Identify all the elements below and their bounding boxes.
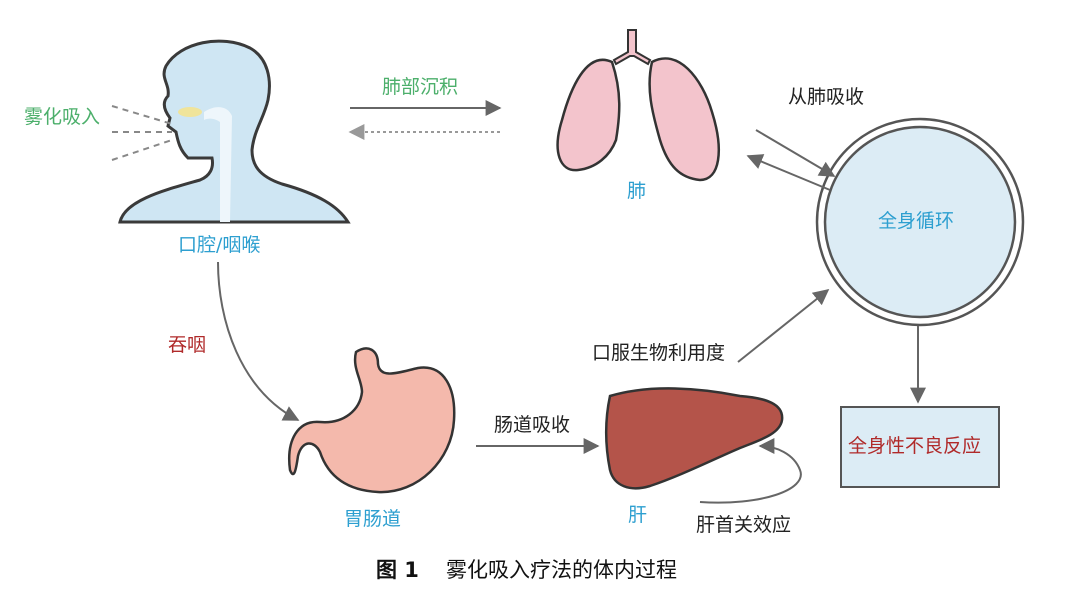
- stomach-illustration: [288, 347, 456, 494]
- label-swallow: 吞咽: [168, 334, 207, 356]
- head-illustration: [118, 39, 351, 224]
- airway-shape: [204, 107, 232, 222]
- left-lung: [556, 58, 621, 172]
- label-oral-bioavailability: 口服生物利用度: [592, 342, 726, 364]
- label-first-pass-effect: 肝首关效应: [696, 514, 792, 536]
- liver-illustration: [604, 387, 784, 490]
- label-absorb-from-lung: 从肺吸收: [788, 86, 865, 108]
- label-mouth-throat: 口腔/咽喉: [178, 234, 261, 256]
- right-lung: [648, 57, 720, 182]
- label-systemic-circulation: 全身循环: [878, 210, 955, 232]
- caption-figure-number: 图 1: [376, 558, 419, 582]
- nasal-highlight: [178, 107, 202, 117]
- label-lung-deposition: 肺部沉积: [382, 76, 459, 98]
- label-nebulize-inhale: 雾化吸入: [24, 106, 101, 128]
- figure-caption: 图 1 雾化吸入疗法的体内过程: [376, 554, 677, 584]
- label-lung: 肺: [627, 180, 647, 202]
- label-intestinal-absorption: 肠道吸收: [494, 414, 571, 436]
- arrows: [217, 100, 926, 504]
- label-gi-tract: 胃肠道: [344, 508, 402, 530]
- aerosol-spray-lines: [111, 105, 173, 161]
- label-systemic-adverse-reaction: 全身性不良反应: [848, 435, 982, 457]
- lung-illustration: [556, 29, 720, 182]
- caption-title: 雾化吸入疗法的体内过程: [446, 558, 678, 582]
- circulation-illustration: [815, 117, 1025, 327]
- arrow-first-pass: [699, 438, 802, 504]
- adverse-reaction-box: [840, 406, 1000, 488]
- label-liver: 肝: [628, 504, 648, 526]
- arrow-lung-to-circulation: [755, 129, 836, 177]
- arrow-oral-bioavailability: [737, 289, 830, 363]
- head-silhouette: [118, 39, 351, 224]
- arrow-circulation-to-lung: [746, 154, 831, 191]
- arrow-swallow: [217, 261, 300, 421]
